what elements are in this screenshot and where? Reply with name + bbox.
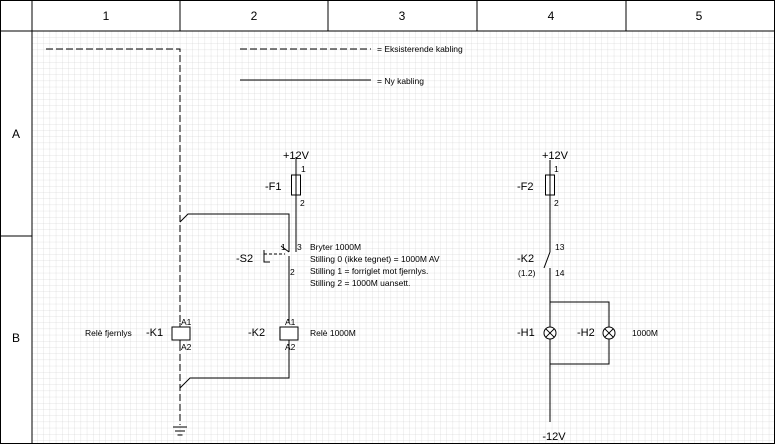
f2-supply-label: +12V [542, 150, 569, 162]
lamp-h2: -H2 1000M [577, 326, 658, 340]
column-headers: 1 2 3 4 5 [103, 9, 703, 23]
k2-contact-icon [543, 251, 551, 269]
legend: = Eksisterende kabling = Ny kabling [240, 44, 463, 86]
s2-description-line-2: Stilling 0 (ikke tegnet) = 1000M AV [310, 254, 440, 264]
new-cabling-left [179, 157, 297, 389]
f1-tag: -F1 [265, 181, 282, 193]
h2-label: 1000M [632, 328, 658, 338]
fuse-f1: +12V -F1 1 2 [265, 150, 310, 208]
column-header-1: 1 [103, 9, 110, 23]
h2-tag: -H2 [577, 327, 595, 339]
legend-existing-label: = Eksisterende kabling [377, 44, 463, 54]
fuse-f2: +12V -F2 1 2 [517, 150, 569, 208]
s2-pin-2: 2 [290, 267, 295, 277]
k1-coil-icon [171, 326, 191, 341]
k2-coil-icon [279, 326, 299, 341]
s2-tag: -S2 [236, 253, 253, 265]
s2-description-line-4: Stilling 2 = 1000M uansett. [310, 278, 410, 288]
s2-switch-icon [263, 245, 297, 270]
row-header-a: A [12, 127, 20, 141]
relay-k2-contact: -K2 (1.2) 13 14 [517, 242, 565, 278]
s2-pin-3: 3 [297, 242, 302, 252]
ground-icon [173, 426, 187, 436]
f1-supply-label: +12V [283, 150, 310, 162]
k1-pin-a1: A1 [181, 317, 192, 327]
k2-coil-pin-a2: A2 [285, 342, 296, 352]
column-header-2: 2 [251, 9, 258, 23]
s2-pin-1: 1 [281, 242, 286, 252]
f1-pin-bottom: 2 [300, 198, 305, 208]
column-header-5: 5 [696, 9, 703, 23]
k2-contact-ref: (1.2) [518, 268, 536, 278]
k2-contact-pin-14: 14 [555, 268, 565, 278]
h1-tag: -H1 [517, 327, 535, 339]
f2-pin-top: 1 [554, 164, 559, 174]
existing-cabling [46, 48, 181, 425]
row-headers: A B [12, 127, 20, 345]
k2-contact-pin-13: 13 [555, 242, 565, 252]
s2-description-line-3: Stilling 1 = forriglet mot fjernlys. [310, 266, 428, 276]
k2-contact-tag: -K2 [517, 253, 534, 265]
row-header-b: B [12, 331, 20, 345]
k2-coil-tag: -K2 [248, 327, 265, 339]
relay-k2-coil: -K2 Relè 1000M A1 A2 [248, 317, 356, 352]
h1-lamp-icon [543, 326, 557, 340]
drawing-grid [32, 31, 775, 444]
legend-new-label: = Ny kabling [377, 76, 424, 86]
k2-coil-pin-a1: A1 [285, 317, 296, 327]
column-header-4: 4 [548, 9, 555, 23]
k1-pin-a2: A2 [181, 342, 192, 352]
f2-tag: -F2 [517, 181, 534, 193]
f2-pin-bottom: 2 [554, 198, 559, 208]
column-header-3: 3 [399, 9, 406, 23]
k1-label: Relè fjernlys [85, 328, 132, 338]
s2-description-line-1: Bryter 1000M [310, 242, 361, 252]
relay-k1: Relè fjernlys -K1 A1 A2 [85, 317, 192, 352]
h2-lamp-icon [602, 326, 616, 340]
switch-s2: -S2 1 2 3 Bryter 1000M Stilling 0 (ikke … [236, 242, 440, 288]
lamp-h1: -H1 [517, 326, 557, 340]
negative-supply-label: -12V [542, 431, 566, 443]
k2-coil-label: Relè 1000M [310, 328, 356, 338]
f1-pin-top: 1 [301, 164, 306, 174]
k1-tag: -K1 [146, 327, 163, 339]
